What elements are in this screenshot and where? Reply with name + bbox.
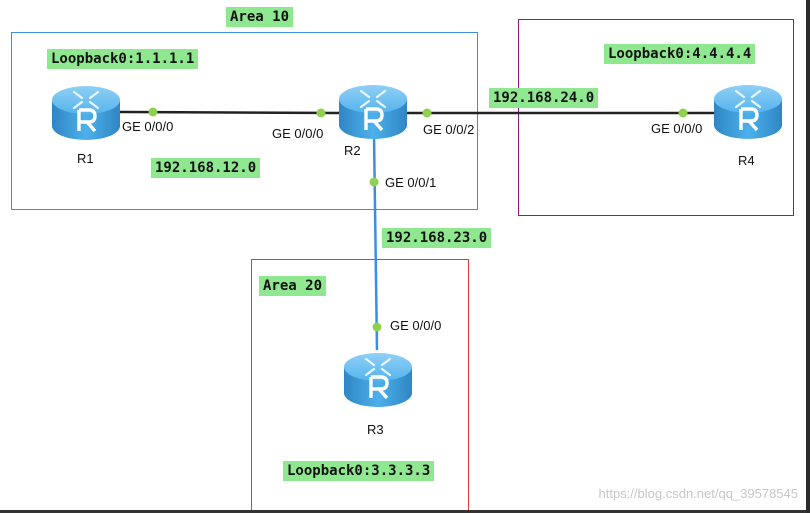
r1-port-ge000-label: GE 0/0/0 xyxy=(122,119,174,134)
r4-port-ge000-label: GE 0/0/0 xyxy=(651,121,703,136)
router-r4-name: R4 xyxy=(738,153,755,168)
r3-port-ge000-label: GE 0/0/0 xyxy=(390,318,442,333)
r4-loopback-label: Loopback0:4.4.4.4 xyxy=(604,44,756,64)
r1-loopback-label: Loopback0:1.1.1.1 xyxy=(47,49,199,69)
network-r1-r2-label: 192.168.12.0 xyxy=(151,158,261,178)
network-r2-r3-label: 192.168.23.0 xyxy=(382,228,492,248)
right-border xyxy=(806,0,810,513)
router-r1-name: R1 xyxy=(77,151,94,166)
port-dot-r4-ge000 xyxy=(678,108,688,118)
r2-port-ge002-label: GE 0/0/2 xyxy=(423,122,475,137)
area-10-boundary xyxy=(11,32,478,210)
port-dot-r3-ge000 xyxy=(372,322,382,332)
router-r1-icon[interactable] xyxy=(50,84,122,142)
router-r3-name: R3 xyxy=(367,422,384,437)
router-r4-icon[interactable] xyxy=(712,83,784,141)
r3-loopback-label: Loopback0:3.3.3.3 xyxy=(283,461,435,481)
router-r2-name: R2 xyxy=(344,143,361,158)
port-dot-r1-ge000 xyxy=(148,107,158,117)
area-20-label: Area 20 xyxy=(259,276,327,296)
router-r3-icon[interactable] xyxy=(342,351,414,409)
r4-area-boundary xyxy=(518,19,794,216)
area-10-label: Area 10 xyxy=(226,7,294,27)
link-r2-r3 xyxy=(372,134,379,351)
port-dot-r2-ge002 xyxy=(422,108,432,118)
area-20-boundary xyxy=(251,259,469,513)
port-dot-r2-ge000 xyxy=(316,108,326,118)
router-r2-icon[interactable] xyxy=(337,83,409,141)
watermark-text: https://blog.csdn.net/qq_39578545 xyxy=(598,486,799,501)
network-r2-r4-label: 192.168.24.0 xyxy=(489,88,599,108)
r2-port-ge001-label: GE 0/0/1 xyxy=(385,175,437,190)
bottom-border xyxy=(0,510,810,513)
r2-port-ge000-label: GE 0/0/0 xyxy=(272,126,324,141)
port-dot-r2-ge001 xyxy=(369,177,379,187)
